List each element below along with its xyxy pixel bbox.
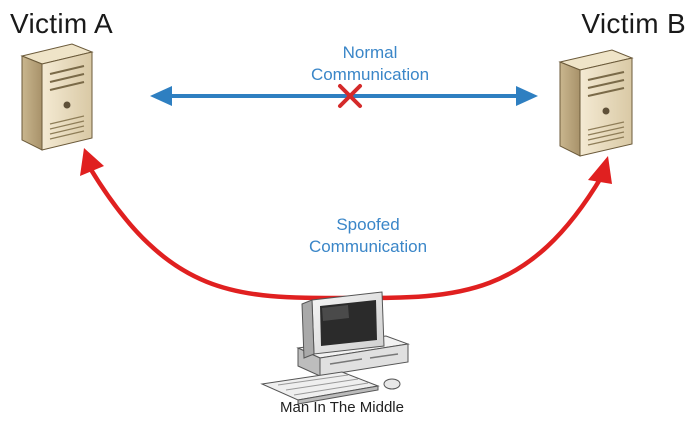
victim-a-server-icon (20, 43, 94, 151)
spoofed-communication-label: Spoofed Communication (268, 214, 468, 258)
normal-communication-label: Normal Communication (270, 42, 470, 86)
normal-communication-arrow (150, 86, 538, 106)
normal-label-line2: Communication (310, 65, 430, 84)
victim-a-label: Victim A (10, 8, 114, 39)
attacker-computer-icon (260, 291, 410, 405)
red-x-icon (338, 84, 362, 108)
spoofed-label-line1: Spoofed (336, 215, 400, 234)
victim-b-server-icon (558, 49, 634, 157)
spoofed-label-line2: Communication (308, 237, 428, 256)
attacker-label: Man In The Middle (280, 399, 404, 416)
normal-label-line1: Normal (342, 43, 398, 62)
victim-b-label: Victim B (581, 8, 686, 39)
